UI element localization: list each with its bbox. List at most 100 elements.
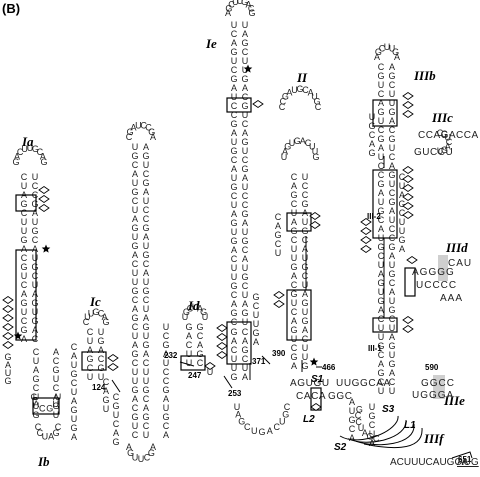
svg-text:A: A [378,143,384,153]
svg-text:U: U [132,376,139,386]
svg-text:A: A [231,83,237,93]
svg-text:G: G [102,317,109,327]
svg-text:G: G [398,235,405,245]
svg-text:G: G [230,327,237,337]
domain-label-iiid: IIId [445,240,468,255]
svg-text:G: G [367,432,374,442]
svg-text:G: G [294,136,301,146]
svg-text:G: G [162,385,169,395]
position-253: 253 [228,389,242,398]
svg-text:C: C [355,411,362,421]
svg-text:A: A [349,397,355,407]
svg-text:C: C [378,62,385,72]
svg-text:U: U [84,312,91,322]
svg-text:U: U [289,138,296,148]
svg-text:U: U [378,287,385,297]
svg-text:C: C [163,331,170,341]
svg-text:C: C [197,331,204,341]
svg-text:U: U [143,430,150,440]
svg-text:U: U [192,302,199,312]
svg-text:A: A [33,399,39,409]
svg-text:C: C [291,199,298,209]
svg-text:C: C [242,47,249,57]
svg-text:G: G [284,142,291,152]
svg-text:G: G [241,345,248,355]
svg-text:G: G [32,410,39,420]
svg-text:G: G [301,316,308,326]
svg-text:G: G [127,448,134,458]
svg-text:U: U [389,179,396,189]
svg-text:G: G [52,365,59,375]
svg-text:U: U [242,20,249,30]
svg-text:G: G [86,354,93,364]
svg-text:C: C [302,334,309,344]
svg-text:A: A [374,52,380,62]
svg-text:C: C [349,424,356,434]
annotation-overlays [2,64,473,459]
svg-text:C: C [378,89,385,99]
svg-text:C: C [389,314,396,324]
svg-text:U: U [237,0,244,6]
svg-text:A: A [143,232,149,242]
svg-text:A: A [302,325,308,335]
svg-text:G: G [230,236,237,246]
iiid-loop-top: AGGGG [412,267,455,278]
svg-text:C: C [32,271,39,281]
svg-text:A: A [300,136,306,146]
site-label-s1: S1 [311,374,324,385]
svg-text:A: A [308,87,314,97]
svg-text:A: A [389,161,395,171]
svg-text:U: U [132,331,139,341]
svg-text:G: G [20,325,27,335]
svg-text:U: U [389,43,396,53]
svg-text:A: A [231,38,237,48]
svg-text:A: A [71,432,77,442]
svg-text:G: G [20,199,27,209]
svg-text:A: A [389,116,395,126]
svg-text:A: A [32,244,38,254]
svg-text:A: A [399,190,405,200]
svg-text:U: U [231,200,238,210]
svg-text:G: G [241,236,248,246]
svg-text:C: C [21,208,28,218]
svg-text:A: A [242,173,248,183]
svg-text:A: A [5,360,11,370]
svg-text:A: A [445,142,451,152]
svg-text:A: A [267,426,273,436]
svg-text:U: U [132,367,139,377]
svg-text:G: G [230,74,237,84]
svg-text:U: U [32,280,39,290]
svg-text:C: C [33,347,40,357]
svg-text:U: U [378,386,385,396]
domain-label-id: Id [187,298,200,313]
svg-text:A: A [291,217,297,227]
domain-label-ib: Ib [37,454,50,469]
svg-text:A: A [132,169,138,179]
svg-text:U: U [132,205,139,215]
svg-text:U: U [132,142,139,152]
svg-text:G: G [148,448,155,458]
s1-row2: CACA [296,391,326,402]
svg-text:G: G [230,182,237,192]
svg-text:C: C [280,96,287,106]
svg-text:C: C [113,419,120,429]
svg-text:C: C [98,354,105,364]
svg-text:U: U [378,152,385,162]
svg-text:C: C [113,392,120,402]
svg-text:U: U [21,226,28,236]
svg-text:C: C [39,403,46,413]
svg-text:G: G [296,84,303,94]
svg-text:G: G [241,272,248,282]
position-232: 232 [164,351,178,360]
svg-text:U: U [143,367,150,377]
svg-text:G: G [348,415,355,425]
domain-label-ii: II [296,70,308,85]
svg-text:U: U [312,147,319,157]
svg-text:U: U [32,217,39,227]
svg-text:U: U [302,343,309,353]
svg-text:C: C [186,340,193,350]
svg-text:C: C [284,402,291,412]
svg-text:A: A [143,349,149,359]
svg-text:G: G [148,127,155,137]
svg-text:G: G [388,197,395,207]
